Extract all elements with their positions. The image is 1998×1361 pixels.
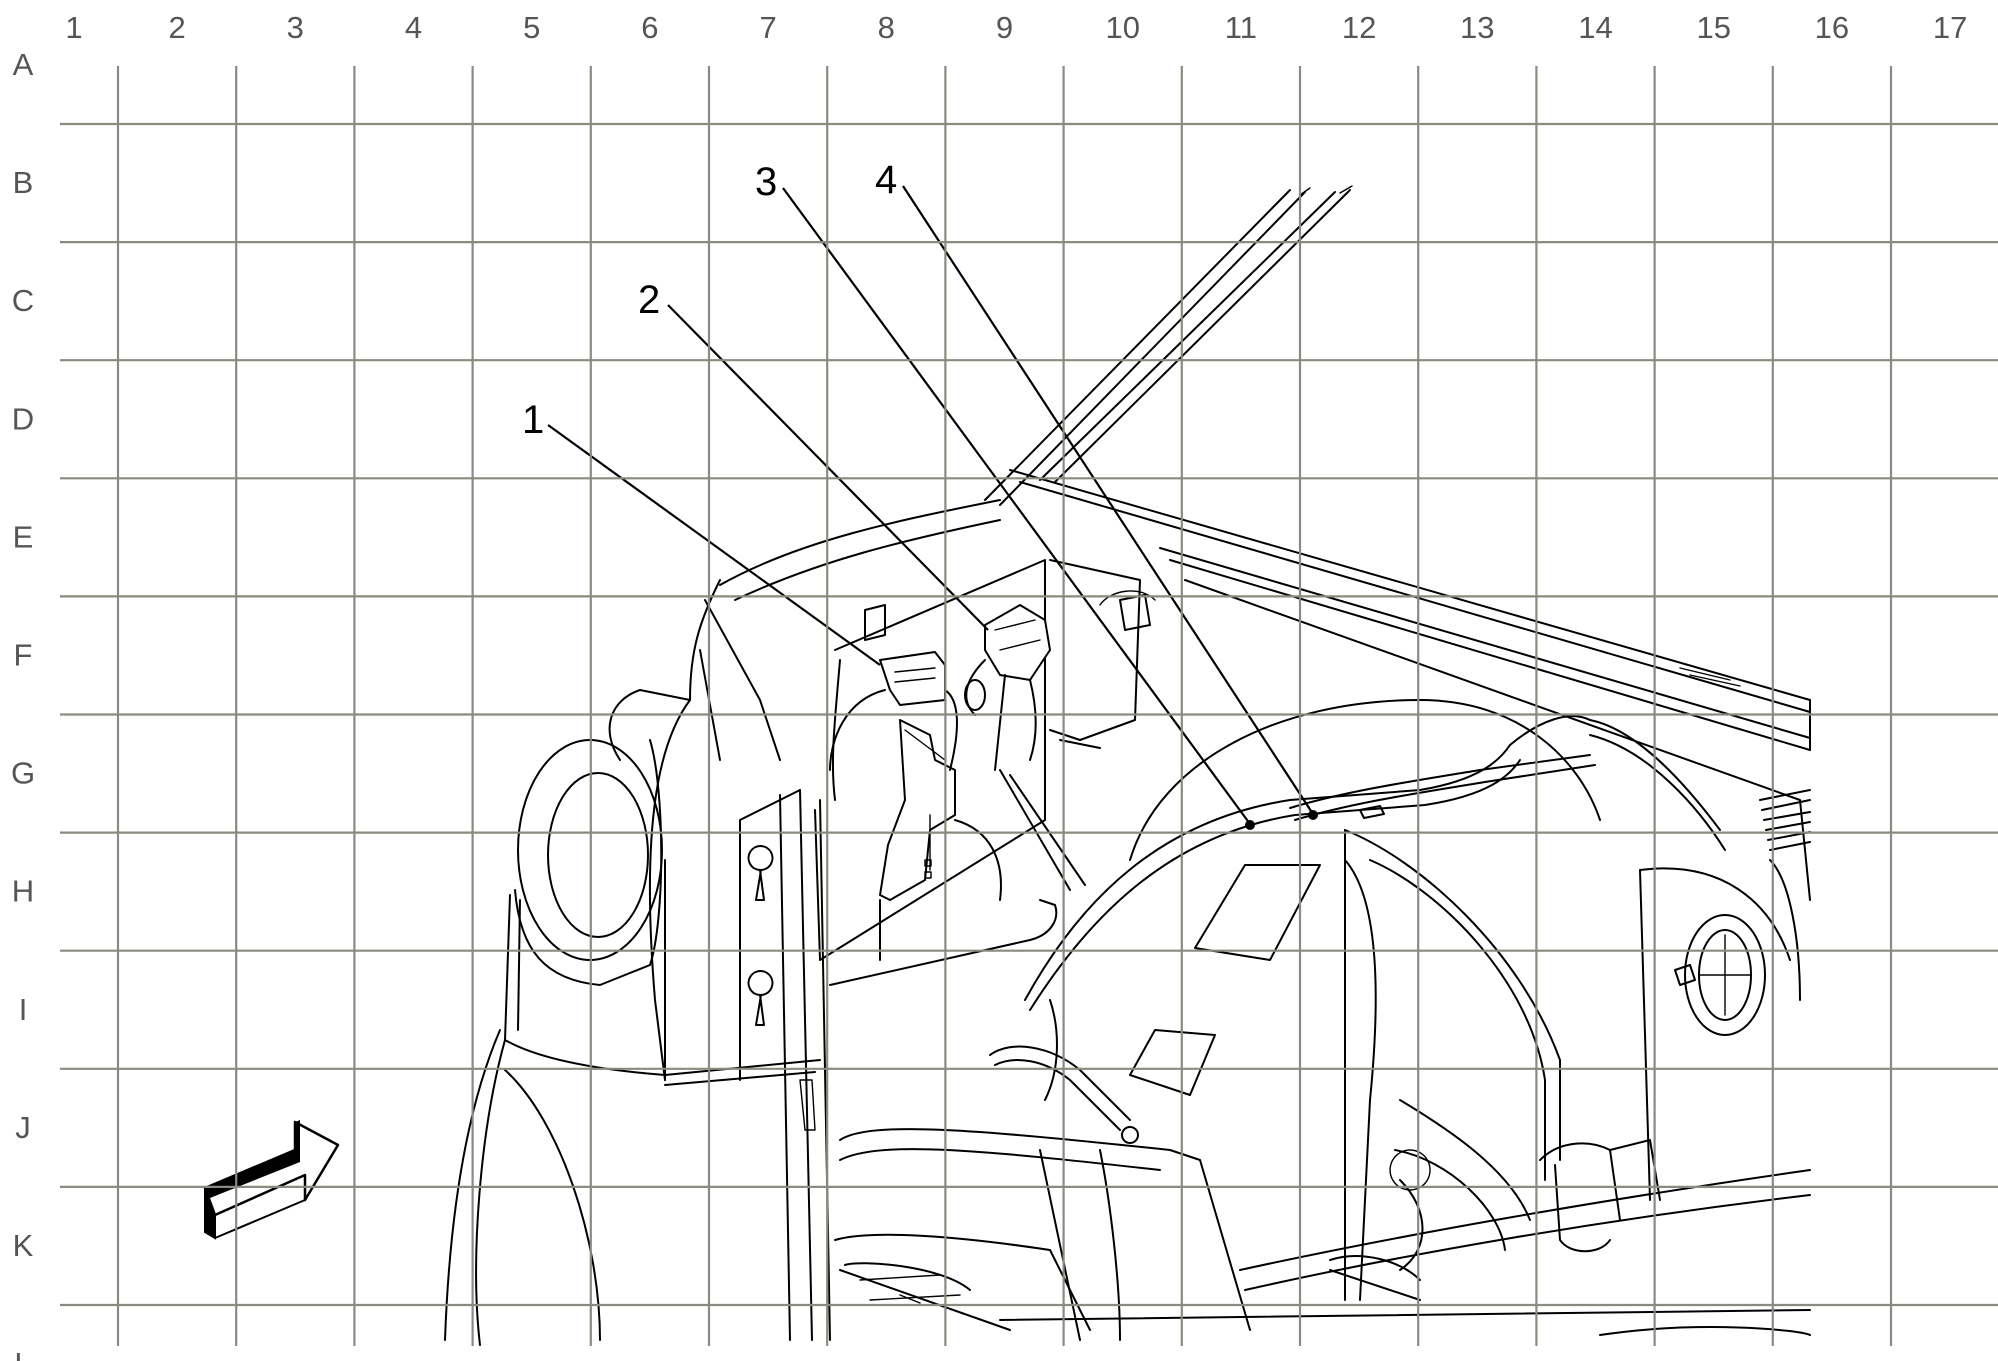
grid-row-label: K — [13, 1228, 34, 1263]
tail-lamp — [444, 739, 666, 1346]
grid-column-label: 9 — [996, 10, 1013, 45]
grid-row-label: F — [14, 638, 33, 673]
grid-column-label: 15 — [1696, 10, 1730, 45]
placards — [1129, 864, 1321, 1096]
grid-column-label: 8 — [878, 10, 895, 45]
front-direction-arrow-icon — [203, 1120, 340, 1240]
inner-trim-panel — [814, 559, 1058, 986]
callout-label-4: 4 — [875, 158, 897, 202]
grid-column-label: 14 — [1578, 10, 1612, 45]
trunk-floor — [834, 1128, 1811, 1341]
callout-labels: 1 2 3 4 — [522, 158, 897, 442]
grid-row-label: D — [12, 401, 34, 436]
grid-column-label: 11 — [1225, 10, 1257, 45]
right-quarter — [1674, 789, 1811, 1036]
grid-row-label: L — [14, 1346, 31, 1361]
grid-column-label: 12 — [1342, 10, 1376, 45]
grid-column-label: 3 — [287, 10, 304, 45]
grid-row-label: H — [12, 874, 34, 909]
grid-column-label: 16 — [1815, 10, 1849, 45]
grid-row-label: C — [12, 283, 34, 318]
grid-row-label: E — [13, 519, 34, 554]
grid-column-label: 1 — [65, 10, 82, 45]
grid-row-labels: A B C D E F G H I J K L — [11, 47, 35, 1361]
callout-leaders — [547, 185, 1314, 825]
callout-label-2: 2 — [638, 278, 660, 322]
grid-column-label: 13 — [1460, 10, 1494, 45]
grid-column-label: 7 — [759, 10, 776, 45]
callout-label-1: 1 — [522, 398, 544, 442]
grid-row-label: B — [13, 165, 34, 200]
grid-column-label: 6 — [641, 10, 658, 45]
grid-column-label: 5 — [523, 10, 540, 45]
callout-leader-3 — [782, 187, 1251, 825]
grid-column-label: 17 — [1933, 10, 1967, 45]
trunk-side-pillar — [664, 789, 831, 1341]
grid-row-label: I — [19, 992, 28, 1027]
wheelhouse — [1129, 699, 1601, 1301]
callout-leader-1 — [547, 424, 881, 666]
grid-column-label: 10 — [1105, 10, 1139, 45]
grid-column-label: 2 — [168, 10, 185, 45]
grid-column-label: 4 — [405, 10, 422, 45]
roof-ledge — [1009, 469, 1811, 901]
grid-row-label: J — [15, 1110, 31, 1145]
rear-cross-member — [1239, 867, 1811, 1291]
callout-label-3: 3 — [755, 160, 777, 204]
connector-1 — [829, 651, 958, 771]
connector-2 — [964, 604, 1086, 891]
quarter-panel-left — [608, 499, 1001, 1081]
trunk-lid-edge — [984, 185, 1353, 506]
reference-grid — [60, 66, 1998, 1346]
grid-row-label: A — [13, 47, 34, 82]
grid-row-label: G — [11, 756, 35, 791]
callout-leader-4 — [902, 185, 1314, 815]
vehicle-rear-quarter-drawing — [203, 185, 1811, 1346]
